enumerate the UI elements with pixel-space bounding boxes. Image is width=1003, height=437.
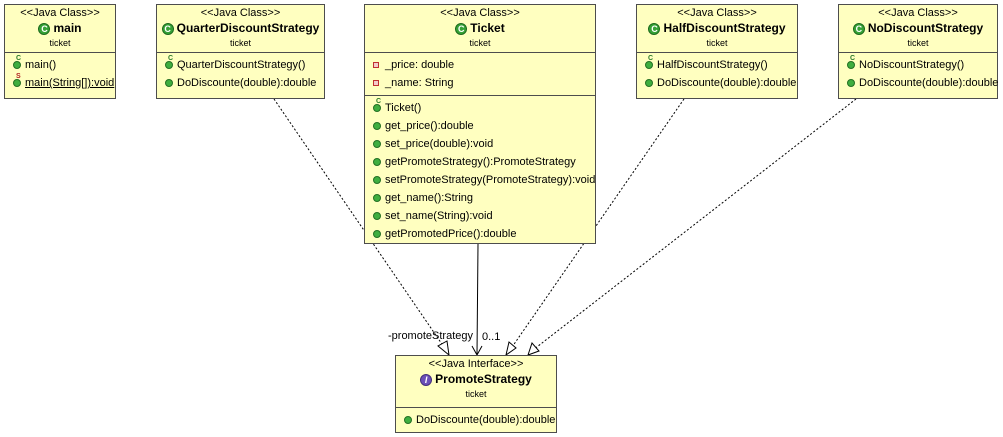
class-icon: C xyxy=(852,22,865,35)
package-label: ticket xyxy=(465,389,487,399)
method-row[interactable]: DoDiscounte(double):double xyxy=(839,74,998,92)
stereotype-label: <<Java Class>> xyxy=(20,7,100,19)
package-label: ticket xyxy=(706,38,728,48)
method-row[interactable]: getPromoteStrategy():PromoteStrategy xyxy=(365,153,595,171)
class-icon: C xyxy=(38,22,51,35)
method-row[interactable]: set_price(double):void xyxy=(365,135,595,153)
association-role-label: -promoteStrategy xyxy=(388,330,473,342)
method-row[interactable]: set_name(String):void xyxy=(365,207,595,225)
method-icon xyxy=(373,140,381,148)
static-method-icon: S xyxy=(13,73,21,87)
private-field-icon xyxy=(373,62,379,68)
class-icon: C xyxy=(455,22,468,35)
method-icon xyxy=(165,79,173,87)
class-name: PromoteStrategy xyxy=(435,372,532,386)
class-name: main xyxy=(53,21,82,35)
package-label: ticket xyxy=(469,38,491,48)
stereotype-label: <<Java Interface>> xyxy=(428,358,524,370)
association-multiplicity-label: 0..1 xyxy=(482,331,501,343)
class-name: QuarterDiscountStrategy xyxy=(176,21,320,35)
stereotype-label: <<Java Class>> xyxy=(878,7,958,19)
package-label: ticket xyxy=(229,38,251,48)
method-icon xyxy=(373,194,381,202)
class-icon: C xyxy=(161,22,174,35)
method-row[interactable]: DoDiscounte(double):double xyxy=(637,74,797,92)
method-section: DoDiscounte(double):double xyxy=(396,408,556,432)
method-icon xyxy=(373,212,381,220)
constructor-icon: C xyxy=(645,55,653,69)
method-icon xyxy=(373,176,381,184)
method-icon xyxy=(373,230,381,238)
method-row[interactable]: get_price():double xyxy=(365,117,595,135)
package-label: ticket xyxy=(907,38,929,48)
method-row[interactable]: DoDiscounte(double):double xyxy=(396,411,556,429)
constructor-icon: C xyxy=(373,98,381,112)
constructor-icon: C xyxy=(13,55,21,69)
stereotype-label: <<Java Class>> xyxy=(440,7,520,19)
stereotype-label: <<Java Class>> xyxy=(200,7,281,19)
nodiscount-realization-arrowhead xyxy=(527,342,540,356)
constructor-icon: C xyxy=(847,55,855,69)
method-icon xyxy=(373,122,381,130)
quarter-realization-line xyxy=(273,98,447,351)
field-row[interactable]: _name: String xyxy=(365,74,595,92)
quarter-realization-arrowhead xyxy=(437,340,450,357)
class-name: Ticket xyxy=(470,21,505,35)
class-name: NoDiscountStrategy xyxy=(867,21,984,35)
half-realization-arrowhead xyxy=(505,341,517,357)
method-row[interactable]: getPromotedPrice():double xyxy=(365,225,595,243)
method-icon xyxy=(373,158,381,166)
private-field-icon xyxy=(373,80,379,86)
constructor-icon: C xyxy=(165,55,173,69)
method-icon xyxy=(645,79,653,87)
field-row[interactable]: _price: double xyxy=(365,56,595,74)
method-row[interactable]: get_name():String xyxy=(365,189,595,207)
association-line xyxy=(476,243,479,356)
interface-icon: I xyxy=(420,373,433,386)
half-realization-line xyxy=(509,98,685,351)
class-name: HalfDiscountStrategy xyxy=(663,21,786,35)
method-icon xyxy=(847,79,855,87)
method-row[interactable]: setPromoteStrategy(PromoteStrategy):void xyxy=(365,171,595,189)
method-icon xyxy=(404,416,412,424)
method-row[interactable]: DoDiscounte(double):double xyxy=(157,74,324,92)
field-section: _price: double _name: String xyxy=(365,53,595,95)
class-icon: C xyxy=(648,22,661,35)
stereotype-label: <<Java Class>> xyxy=(677,7,757,19)
nodiscount-realization-line xyxy=(532,98,857,351)
package-label: ticket xyxy=(49,38,71,48)
